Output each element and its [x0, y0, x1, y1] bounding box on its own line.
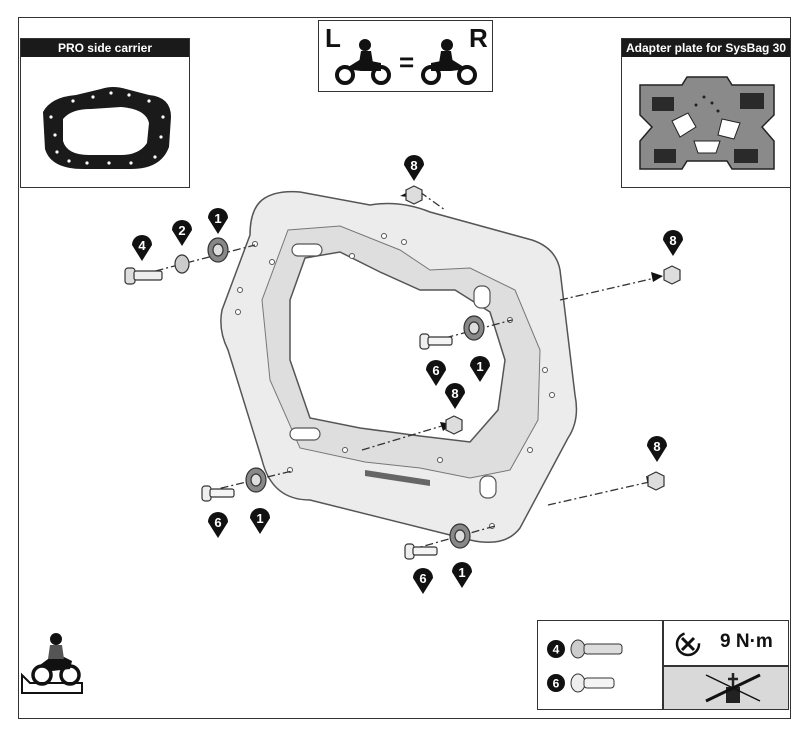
callout-8: 8 [404, 155, 424, 181]
pro-side-carrier-title: PRO side carrier [21, 39, 189, 57]
torque-value: 9 N·m [720, 631, 773, 652]
motorcycle-left-icon [335, 39, 391, 85]
legend-item-6-label: 6 [553, 677, 560, 691]
callout-1: 1 [452, 562, 472, 588]
adapter-plate-illustration [639, 76, 775, 170]
callout-6: 6 [426, 360, 446, 386]
callout-label: 2 [178, 223, 185, 238]
callout-1: 1 [470, 356, 490, 382]
diagram-frame [18, 17, 791, 719]
no-thread-locker-icon [705, 673, 761, 703]
adapter-plate-panel: Adapter plate for SysBag 30 [621, 38, 791, 188]
legend-divider-horizontal [662, 665, 788, 667]
pro-side-carrier-panel: PRO side carrier [20, 38, 190, 188]
adapter-plate-title: Adapter plate for SysBag 30 [622, 39, 790, 57]
callout-label: 1 [214, 211, 221, 226]
callout-1: 1 [250, 508, 270, 534]
callout-label: 1 [256, 511, 263, 526]
callout-label: 6 [214, 515, 221, 530]
callout-4: 4 [132, 235, 152, 261]
callout-label: 8 [653, 439, 660, 454]
callout-8: 8 [647, 436, 667, 462]
callout-label: 1 [476, 359, 483, 374]
torque-wrench-icon [675, 631, 701, 657]
callout-label: 8 [669, 233, 676, 248]
callout-8: 8 [663, 230, 683, 256]
callout-1: 1 [208, 208, 228, 234]
legend-parts: 4 6 [547, 639, 623, 693]
callout-label: 8 [410, 158, 417, 173]
callout-6: 6 [413, 568, 433, 594]
pro-side-carrier-illustration [43, 87, 171, 169]
right-letter: R [469, 23, 488, 53]
callout-2: 2 [172, 220, 192, 246]
callout-label: 1 [458, 565, 465, 580]
callout-8: 8 [445, 383, 465, 409]
callout-label: 4 [138, 238, 146, 253]
callout-label: 6 [419, 571, 426, 586]
callout-label: 6 [432, 363, 439, 378]
motorcycle-rider-icon [21, 633, 83, 694]
motorcycle-right-icon [421, 39, 477, 85]
legend-item-4-label: 4 [553, 643, 560, 657]
left-right-symbol-panel: L R = [318, 20, 493, 92]
equals-sign: = [399, 47, 415, 77]
left-letter: L [325, 23, 341, 53]
torque-legend-panel: 4 6 9 N·m [537, 620, 789, 710]
callout-label: 8 [451, 386, 458, 401]
callout-6: 6 [208, 512, 228, 538]
